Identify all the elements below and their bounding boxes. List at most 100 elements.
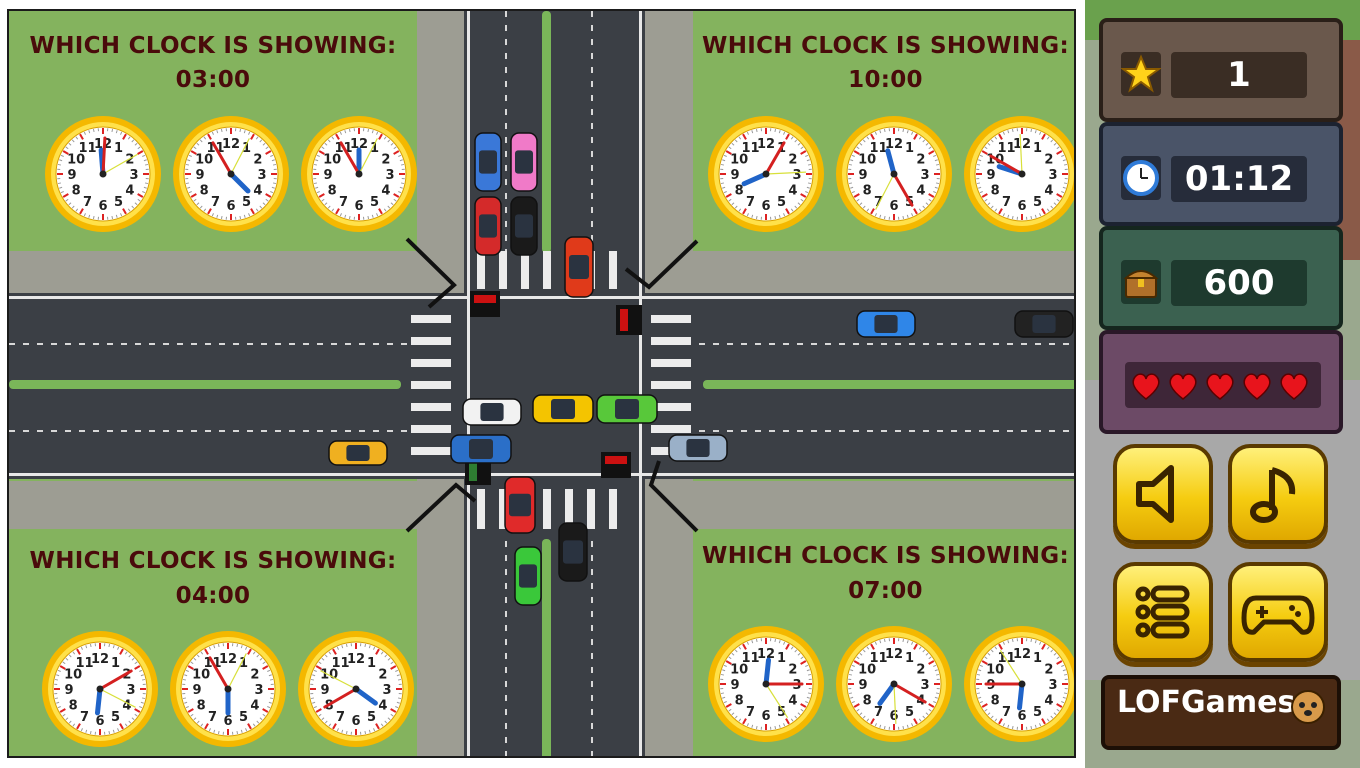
car[interactable] bbox=[596, 394, 658, 424]
hour-hand bbox=[741, 171, 769, 187]
clock-number: 5 bbox=[777, 705, 786, 720]
traffic-light-nw bbox=[470, 291, 500, 317]
clock-number: 2 bbox=[253, 153, 262, 168]
clock-number: 12 bbox=[757, 137, 775, 152]
clock-number: 1 bbox=[1033, 651, 1042, 666]
clock-number: 8 bbox=[69, 699, 78, 714]
clock-number: 7 bbox=[211, 195, 220, 210]
question-title-top-left: WHICH CLOCK IS SHOWING: bbox=[29, 33, 397, 59]
second-hand bbox=[99, 688, 136, 708]
second-hand bbox=[230, 138, 250, 175]
car[interactable] bbox=[514, 546, 542, 606]
clock-number: 6 bbox=[1017, 199, 1026, 214]
car[interactable] bbox=[328, 440, 388, 466]
car[interactable] bbox=[450, 434, 512, 464]
timer-clock-icon bbox=[1123, 160, 1159, 196]
sound-button[interactable] bbox=[1113, 444, 1213, 544]
clock-number: 4 bbox=[125, 184, 134, 199]
clock-number: 2 bbox=[916, 663, 925, 678]
clock-number: 2 bbox=[378, 668, 387, 683]
heart-icon bbox=[1132, 373, 1160, 400]
minute-hand bbox=[323, 687, 358, 709]
lives-hearts bbox=[1125, 362, 1321, 408]
car[interactable] bbox=[856, 310, 916, 338]
clock-number: 3 bbox=[254, 683, 263, 698]
clock-number: 8 bbox=[197, 699, 206, 714]
car[interactable] bbox=[474, 132, 502, 192]
hour-hand bbox=[877, 681, 897, 706]
car[interactable] bbox=[668, 434, 728, 462]
target-time-bottom-right: 07:00 bbox=[848, 578, 923, 604]
clock-number: 10 bbox=[64, 668, 82, 683]
minute-hand bbox=[98, 669, 133, 691]
clock-number: 9 bbox=[192, 683, 201, 698]
heart-icon bbox=[1206, 373, 1234, 400]
minute-hand bbox=[892, 172, 914, 207]
clock-number: 7 bbox=[339, 195, 348, 210]
clock-number: 10 bbox=[67, 153, 85, 168]
car[interactable] bbox=[1014, 310, 1074, 338]
clock-number: 1 bbox=[114, 141, 123, 156]
gamepad-icon bbox=[1241, 595, 1315, 635]
clock-number: 11 bbox=[869, 141, 887, 156]
second-hand bbox=[358, 138, 378, 175]
clock-number: 6 bbox=[98, 199, 107, 214]
car[interactable] bbox=[474, 196, 502, 256]
minute-hand bbox=[892, 682, 927, 704]
hour-hand bbox=[1016, 681, 1025, 711]
car[interactable] bbox=[564, 236, 594, 298]
minute-hand bbox=[989, 154, 1024, 176]
clock-number: 2 bbox=[125, 153, 134, 168]
car[interactable] bbox=[558, 522, 588, 582]
clock-number: 7 bbox=[874, 195, 883, 210]
car[interactable] bbox=[504, 476, 536, 534]
clock-number: 12 bbox=[757, 647, 775, 662]
menu-list-icon bbox=[1135, 585, 1190, 639]
clock-number: 5 bbox=[777, 195, 786, 210]
clock-number: 4 bbox=[1044, 694, 1053, 709]
traffic-light-ne bbox=[616, 305, 642, 335]
lofgames-logo[interactable]: LOFGames bbox=[1101, 675, 1341, 750]
clock-number: 9 bbox=[195, 168, 204, 183]
intersection bbox=[9, 11, 1074, 756]
clock-number: 5 bbox=[370, 195, 379, 210]
car[interactable] bbox=[510, 132, 538, 192]
car[interactable] bbox=[532, 394, 594, 424]
music-button[interactable] bbox=[1228, 444, 1328, 544]
car[interactable] bbox=[462, 398, 522, 426]
clock-number: 11 bbox=[741, 141, 759, 156]
clock-number: 5 bbox=[114, 195, 123, 210]
clock-number: 8 bbox=[991, 184, 1000, 199]
music-note-icon bbox=[1250, 467, 1296, 523]
clock-number: 5 bbox=[905, 705, 914, 720]
clock-number: 11 bbox=[997, 651, 1015, 666]
car[interactable] bbox=[510, 196, 538, 256]
second-hand bbox=[1019, 134, 1023, 175]
clock-number: 5 bbox=[242, 195, 251, 210]
clock-number: 1 bbox=[111, 656, 120, 671]
clock-number: 2 bbox=[788, 153, 797, 168]
game-board: WHICH CLOCK IS SHOWING: 03:00 WHICH CLOC… bbox=[7, 9, 1076, 758]
more-games-button[interactable] bbox=[1228, 562, 1328, 662]
clock-number: 9 bbox=[986, 168, 995, 183]
clock-number: 9 bbox=[858, 678, 867, 693]
clock-number: 4 bbox=[378, 699, 387, 714]
clock-number: 6 bbox=[889, 199, 898, 214]
clock-number: 4 bbox=[253, 184, 262, 199]
minute-hand bbox=[764, 141, 786, 176]
second-hand bbox=[765, 171, 806, 175]
dog-mascot-icon bbox=[1291, 690, 1325, 724]
menu-button[interactable] bbox=[1113, 562, 1213, 662]
